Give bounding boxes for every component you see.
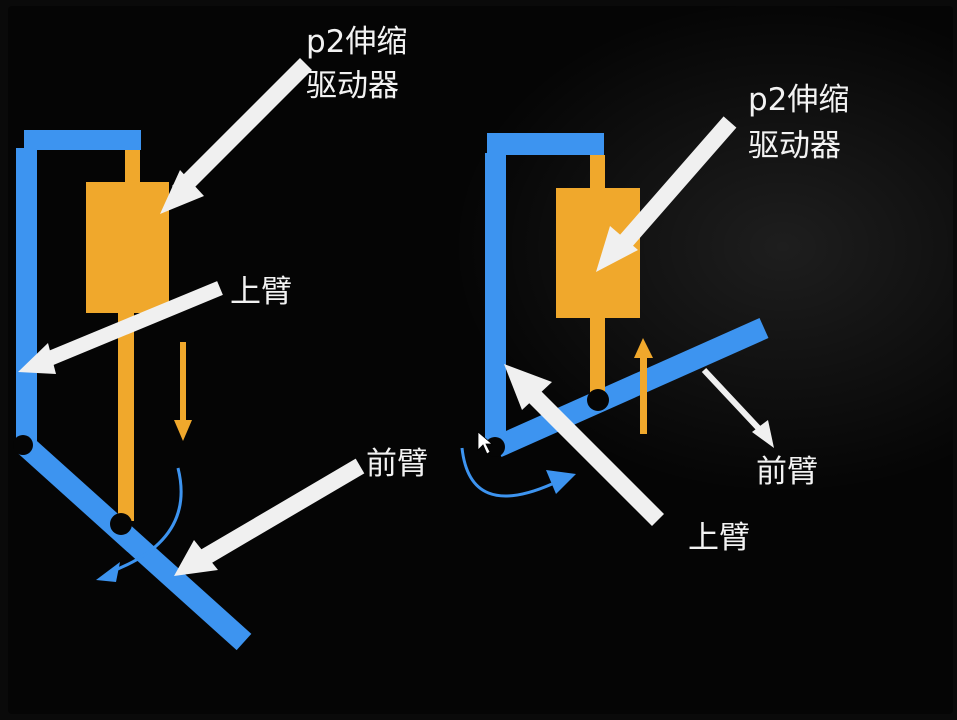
screen-glare [8,6,953,714]
left-actuator-label-line1: p2伸缩 [306,24,407,60]
left-actuator-top-rod [125,150,140,184]
left-forearm-label: 前臂 [366,446,428,482]
left-upper-arm-label: 上臂 [230,274,292,310]
left-forearm [17,436,252,651]
right-actuator-label-line1: p2伸缩 [748,82,849,118]
right-rotation-curve [460,447,576,498]
right-forearm-label: 前臂 [756,454,818,490]
right-upper-arm-pointer-arrow [504,364,665,527]
right-actuator-label-line2: 驱动器 [748,128,841,164]
left-diagram: p2伸缩 驱动器 上臂 前臂 [13,24,428,651]
left-upper-arm-pointer-arrow [18,281,223,374]
right-actuator-piston-rod [590,317,605,400]
right-forearm-pointer-arrow [701,367,774,448]
mouse-cursor-icon [477,431,494,455]
left-actuator-body [86,182,169,313]
left-rotation-curve [96,467,183,582]
right-actuator-top-rod [590,155,605,189]
left-elbow-joint [13,435,33,455]
right-forearm [492,317,769,458]
left-actuator-label-line2: 驱动器 [306,68,399,104]
left-upper-arm-vertical [16,148,37,446]
right-upper-arm-vertical [485,153,506,451]
right-upper-arm-top [487,133,604,155]
right-rod-joint [587,389,609,411]
left-actuator-pointer-arrow [160,57,313,214]
right-elbow-joint [485,437,505,457]
right-upper-arm-label: 上臂 [688,520,750,556]
left-actuator-piston-rod [118,312,134,521]
left-rod-joint [110,513,132,535]
up-arrow-icon [634,338,653,434]
left-upper-arm-top [24,130,141,150]
down-arrow-icon [174,342,192,441]
left-forearm-pointer-arrow [174,458,365,576]
right-actuator-pointer-arrow [596,116,737,272]
right-diagram: p2伸缩 驱动器 前臂 上臂 [460,82,849,556]
